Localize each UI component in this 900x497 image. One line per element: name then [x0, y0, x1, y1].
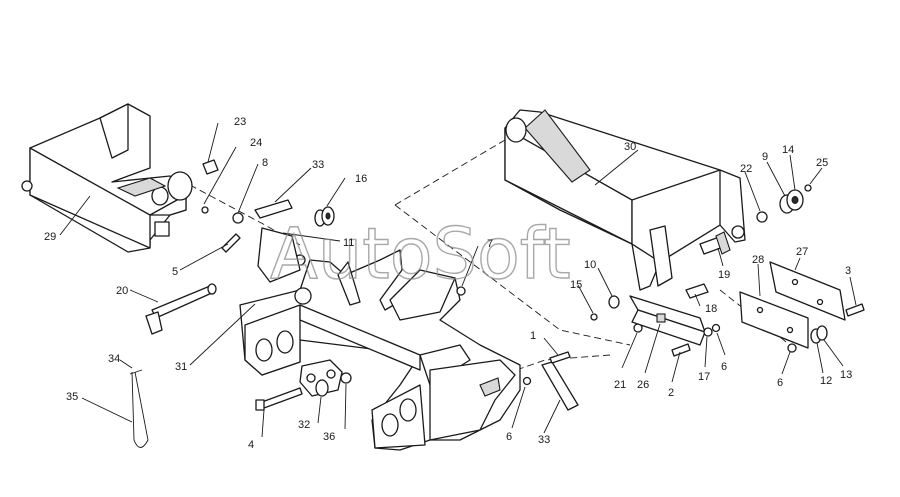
part-5-bolt — [221, 233, 241, 253]
callout-3: 3 — [845, 265, 851, 277]
callout-labels: 23 24 8 33 16 29 5 11 20 7 31 34 35 4 32… — [44, 116, 852, 451]
callout-16: 16 — [355, 173, 367, 185]
callout-20: 20 — [116, 285, 128, 297]
callout-1: 1 — [530, 330, 536, 342]
part-12-13-washers — [810, 325, 828, 344]
callout-22: 22 — [740, 163, 752, 175]
callout-11: 11 — [343, 237, 354, 249]
callout-13: 13 — [840, 369, 852, 381]
callout-31: 31 — [175, 361, 187, 373]
callout-24: 24 — [250, 137, 262, 149]
part-33-plate-upper — [254, 199, 293, 219]
part-20-pin — [145, 283, 217, 335]
part-32-flange — [299, 359, 343, 397]
part-4-bolt — [255, 387, 303, 411]
part-17-nut — [703, 327, 713, 337]
part-24-washer — [201, 206, 209, 214]
part-35-hairpin-clip — [131, 371, 149, 448]
leader-lines — [59, 122, 857, 438]
part-36-nut — [340, 372, 352, 384]
callout-8: 8 — [262, 157, 268, 169]
callout-10: 10 — [584, 259, 596, 271]
part-6-nut-center — [522, 376, 532, 386]
callout-28: 28 — [752, 254, 764, 266]
callout-4: 4 — [248, 439, 254, 451]
callout-19: 19 — [718, 269, 730, 281]
callout-14: 14 — [782, 144, 794, 156]
part-15-washer — [590, 313, 598, 321]
callout-33-lower: 33 — [538, 434, 550, 446]
callout-6-far-right: 6 — [777, 377, 783, 389]
part-22-nut — [756, 211, 768, 223]
callout-12: 12 — [820, 375, 832, 387]
callout-2: 2 — [668, 387, 674, 399]
part-33-plate-lower — [541, 361, 579, 411]
part-1-bolt — [549, 351, 571, 364]
part-18-pin — [685, 283, 709, 299]
callout-35: 35 — [66, 391, 78, 403]
part-8-nut — [232, 212, 244, 224]
part-9-washer — [779, 189, 804, 214]
callout-5: 5 — [172, 266, 178, 278]
callout-9: 9 — [762, 151, 768, 163]
callout-15: 15 — [570, 279, 582, 291]
part-19-pin — [699, 231, 731, 255]
callout-34: 34 — [108, 353, 120, 365]
callout-21: 21 — [614, 379, 626, 391]
callout-27: 27 — [796, 246, 808, 258]
callout-18: 18 — [705, 303, 717, 315]
callout-6-center: 6 — [506, 431, 512, 443]
part-6-nut-far-right — [787, 343, 797, 353]
callout-29: 29 — [44, 231, 56, 243]
part-2-bolt — [671, 343, 691, 357]
callout-32: 32 — [298, 419, 310, 431]
callout-7: 7 — [487, 238, 493, 250]
callout-25: 25 — [816, 157, 828, 169]
part-34-small-pin — [129, 369, 143, 375]
part-10-washer — [608, 295, 643, 333]
part-25-screw — [804, 184, 812, 192]
part-28-plate — [739, 291, 809, 349]
part-26-plate — [629, 295, 706, 346]
part-6-nut-right — [711, 323, 721, 333]
part-11-bracket — [257, 227, 301, 283]
callout-36: 36 — [323, 431, 335, 443]
callout-33-upper: 33 — [312, 159, 324, 171]
watermark-text: AutoSoft — [270, 213, 571, 295]
callout-6-right: 6 — [721, 361, 727, 373]
part-7-nut — [456, 286, 466, 296]
part-31-main-frame — [239, 249, 521, 451]
callout-30: 30 — [624, 141, 636, 153]
callout-26: 26 — [637, 379, 649, 391]
part-29-left-beam — [21, 103, 193, 253]
part-30-right-beam — [504, 109, 746, 291]
part-3-bolt — [845, 303, 865, 317]
part-16-washers — [314, 206, 335, 227]
callout-17: 17 — [698, 371, 710, 383]
part-23-nut — [202, 159, 219, 175]
callout-23: 23 — [234, 116, 246, 128]
part-27-plate — [769, 261, 846, 321]
